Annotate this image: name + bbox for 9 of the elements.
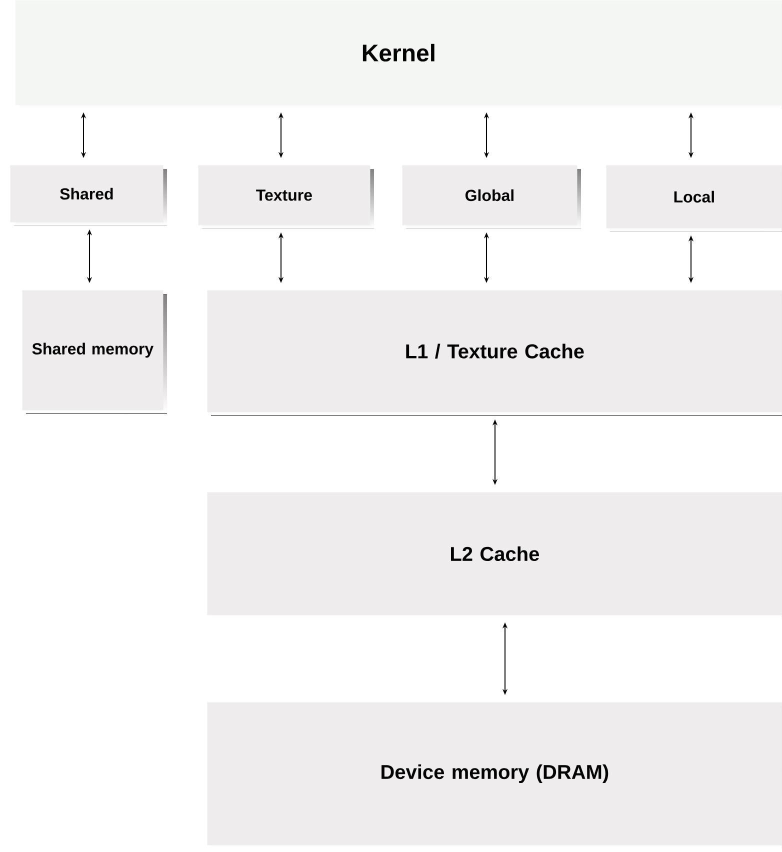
memory-box: Global xyxy=(402,165,581,229)
memory-box: L1 / Texture Cache xyxy=(207,290,782,416)
memory-box: Device memory (DRAM) xyxy=(207,702,782,849)
memory-box: Local xyxy=(606,165,782,232)
memory-box: Shared xyxy=(10,165,167,226)
memory-box: Kernel xyxy=(15,0,782,109)
memory-box: Texture xyxy=(198,165,374,229)
memory-box: Shared memory xyxy=(22,290,167,414)
memory-box: L2 Cache xyxy=(207,492,782,619)
